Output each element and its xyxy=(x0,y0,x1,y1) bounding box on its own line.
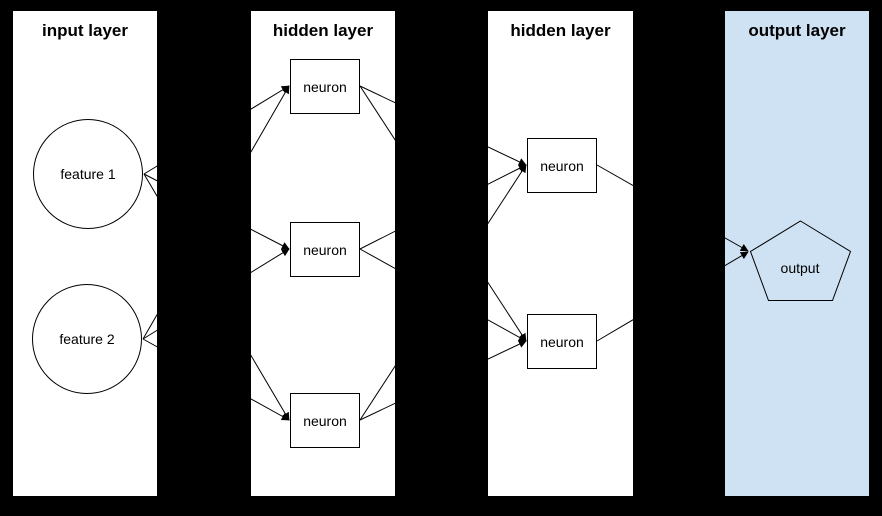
node-hidden1-neuron-2: neuron xyxy=(290,222,360,277)
hidden1-neuron-2-label: neuron xyxy=(303,241,347,258)
node-hidden1-neuron-3: neuron xyxy=(290,393,360,448)
node-feature-2: feature 2 xyxy=(32,284,142,394)
output-layer-title: output layer xyxy=(748,21,846,40)
node-feature-1: feature 1 xyxy=(33,119,143,229)
hidden2-neuron-2-label: neuron xyxy=(540,333,584,350)
hidden1-neuron-1-label: neuron xyxy=(303,78,347,95)
hidden2-neuron-1-label: neuron xyxy=(540,157,584,174)
output-label: output xyxy=(780,260,820,276)
node-hidden2-neuron-1: neuron xyxy=(527,138,597,193)
panel-hidden-layer-2 xyxy=(488,11,633,496)
hidden-layer-2-title: hidden layer xyxy=(510,21,611,40)
node-hidden2-neuron-2: neuron xyxy=(527,314,597,369)
feature-1-label: feature 1 xyxy=(60,166,116,182)
panel-output-layer xyxy=(725,11,869,496)
hidden1-neuron-3-label: neuron xyxy=(303,412,347,429)
panel-input-layer xyxy=(13,11,157,496)
feature-2-label: feature 2 xyxy=(59,331,115,347)
node-hidden1-neuron-1: neuron xyxy=(290,59,360,114)
input-layer-title: input layer xyxy=(42,21,128,40)
hidden-layer-1-title: hidden layer xyxy=(272,21,374,40)
